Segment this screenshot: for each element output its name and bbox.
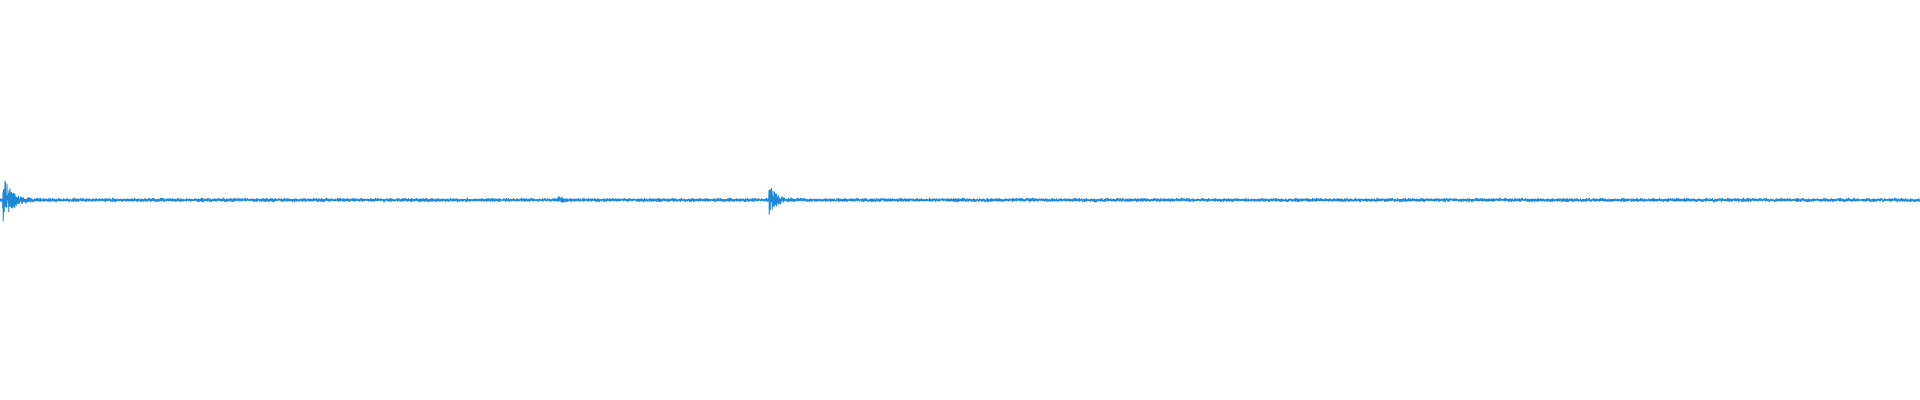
waveform-trace — [0, 180, 1920, 222]
